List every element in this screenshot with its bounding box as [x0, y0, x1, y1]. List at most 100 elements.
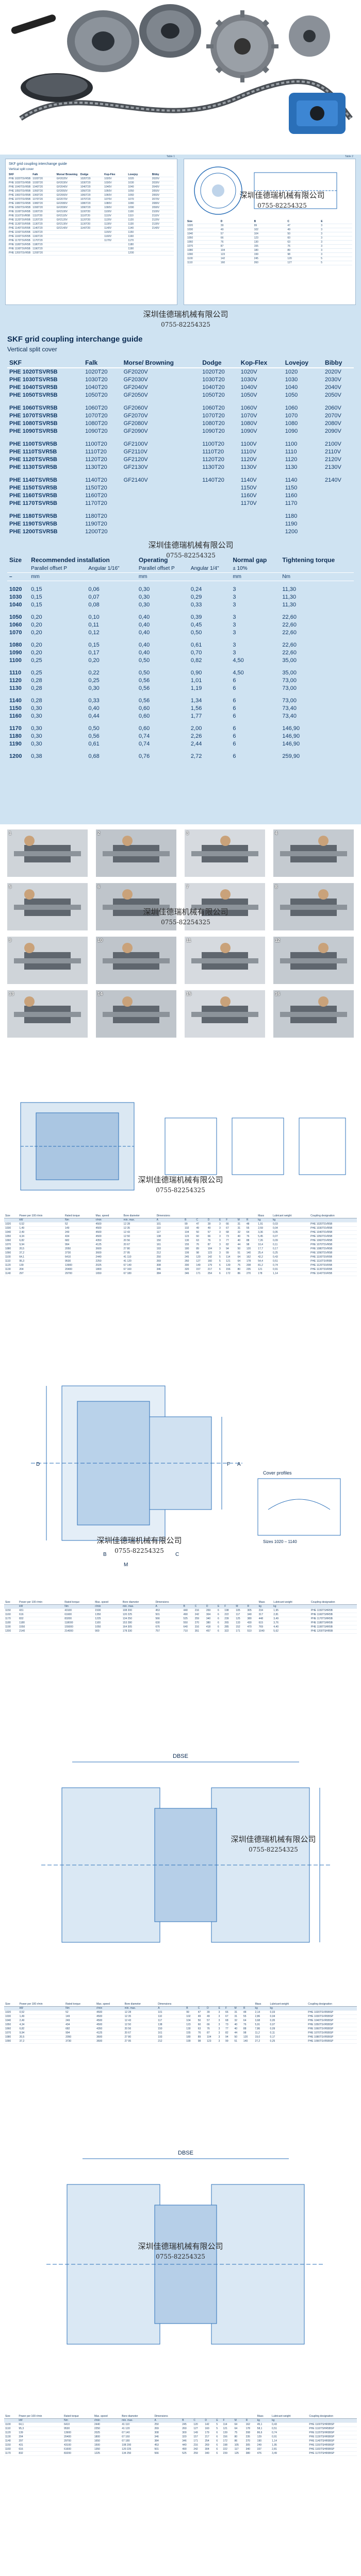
table-cell: 120 225: [121, 2447, 154, 2452]
table-cell: 1080V: [240, 420, 257, 427]
spec-unit-cell: B: [182, 1604, 194, 1609]
spec-unit-cell: min. max.: [123, 2006, 157, 2011]
table-cell: 1040: [9, 601, 22, 608]
table-cell: 1,49: [18, 1226, 64, 1231]
gap-cell: [7, 581, 29, 586]
table-cell: 31: [233, 2010, 242, 2015]
table-cell: 453: [154, 1608, 183, 1613]
table-cell: 1020: [4, 2010, 19, 2015]
mini-cell: 3: [321, 224, 322, 227]
table-cell: 64,1: [18, 1255, 64, 1260]
spec-unit-cell: [308, 2418, 357, 2423]
table-cell: PHE 1180TSHR5B: [309, 1621, 357, 1625]
unit-cell: mm: [136, 572, 189, 581]
table-cell: 269: [155, 1259, 184, 1264]
table-cell: PHE 1020TSVR5B: [309, 1222, 357, 1227]
table-cell: 6: [233, 733, 236, 739]
mini-cell: 1170V: [104, 239, 112, 242]
table-cell: GF2080V: [123, 420, 148, 427]
table-cell: 20 56: [123, 2027, 157, 2031]
table-cell: 6: [217, 1608, 224, 1613]
mini-cell: GF2080V: [56, 202, 68, 205]
table-cell: 58,1: [256, 2427, 271, 2431]
table-cell: 308: [153, 2431, 182, 2435]
unit-cell: mm: [231, 572, 281, 581]
table-cell: 1040T20: [202, 384, 225, 391]
table-cell: 4500: [95, 2023, 124, 2027]
photo-illustration: [14, 996, 81, 1023]
table-cell: 0,25: [272, 1251, 310, 1256]
table-cell: 1150V: [240, 485, 257, 491]
table-cell: 346: [153, 2435, 182, 2439]
table-cell: 1200T20: [85, 529, 108, 535]
mini-cell: GF2110V: [56, 214, 68, 217]
mini-cell: 1080V: [104, 202, 112, 205]
table-cell: 2,81: [271, 2447, 308, 2452]
mini-cell: PHE 1140TSVR5B: [9, 227, 30, 230]
table-cell: 0,60: [138, 705, 150, 711]
spec-header-cell: [196, 2002, 206, 2007]
table-cell: 320: [181, 2435, 193, 2439]
spec-unit-cell: R: [244, 2418, 256, 2423]
table-cell: [200, 484, 239, 492]
table-cell: 86,6: [256, 2431, 271, 2435]
table-cell: 2120V: [325, 456, 341, 463]
table-cell: 1170T20: [85, 500, 107, 506]
table-cell: 55: [245, 1226, 257, 1231]
table-cell: 12 28: [122, 1222, 156, 1227]
table-cell: 3: [217, 2031, 225, 2036]
mini-cell: 1100: [128, 210, 134, 213]
photo-illustration: [280, 996, 347, 1023]
table-cell: 470: [246, 1625, 258, 1630]
table-cell: 0,30: [88, 685, 100, 691]
table-cell: 4,50: [233, 669, 244, 676]
table-cell: PHE 1160TSHR5BSP: [308, 2447, 357, 2452]
table-cell: 0,45: [190, 621, 202, 628]
table-cell: 3: [217, 2035, 225, 2040]
mini-cell: [80, 235, 102, 239]
table-cell: 80: [233, 2435, 245, 2439]
mini-cell: 66: [220, 236, 224, 240]
photo-illustration: [280, 889, 347, 916]
spec-header-cell: Rated torque: [63, 2414, 93, 2419]
table-cell: 4,34: [18, 1234, 64, 1239]
spec-unit-cell: F: [223, 1604, 235, 1609]
mini-head-cell: E: [321, 220, 323, 223]
mini-cell: [57, 247, 78, 251]
table-cell: 1,14: [272, 1272, 310, 1276]
table-cell: [323, 520, 354, 528]
table-cell: 0,40: [138, 621, 150, 628]
table-cell: 179: [206, 1263, 218, 1268]
table-cell: 54,4: [257, 1259, 272, 1264]
mini-cell: [80, 239, 102, 243]
spec-unit-cell: C: [196, 2006, 206, 2011]
mini-cell: 1030: [187, 228, 193, 231]
group-gap: [7, 637, 354, 641]
table-cell: 121: [225, 1259, 237, 1264]
table-cell: 0,28: [31, 677, 42, 684]
table-cell: 208: [245, 1263, 257, 1268]
table-cell: 1650: [94, 1272, 123, 1276]
table-cell: 1090T20: [85, 428, 108, 434]
table-cell: 316: [193, 1625, 205, 1630]
table-cell: 22,60: [282, 649, 297, 656]
table-cell: 199: [185, 2039, 197, 2044]
table-cell: PHE 1060TSVR5B: [309, 1239, 357, 1243]
roller-chain: [19, 79, 353, 121]
table-cell: 676: [154, 1625, 183, 1630]
table-cell: 161: [155, 1243, 184, 1247]
table-cell: 0,11: [272, 1243, 310, 1247]
table-cell: 3: [217, 2027, 225, 2031]
spec-header-cell: Size: [4, 1600, 19, 1605]
col-torque: Tightening torque: [282, 556, 335, 564]
table-cell: 1,77: [190, 713, 202, 719]
table-cell: 1110: [4, 2427, 18, 2431]
